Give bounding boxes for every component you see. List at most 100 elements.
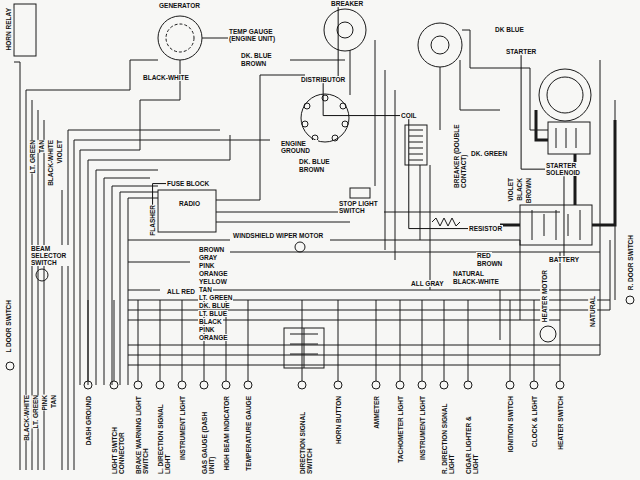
wire-label: ALL RED <box>166 288 196 295</box>
wire-label: TEMPERATURE GAUGE <box>244 396 253 471</box>
wire-label: AMMETER <box>372 396 381 429</box>
wire-label: BROWN <box>298 166 325 173</box>
component-label: DISTRIBUTOR <box>300 76 346 83</box>
component-name: STOP LIGHT SWITCH <box>339 200 383 214</box>
component-name: FLASHER <box>149 205 156 236</box>
component-name: DISTRIBUTOR <box>301 76 345 83</box>
wire-label: VIOLET <box>55 140 64 163</box>
wire-label: TAN <box>198 286 213 293</box>
battery-symbol <box>520 205 592 245</box>
component-name: FUSE BLOCK <box>167 180 209 187</box>
component-label: FLASHER <box>148 205 157 236</box>
component-label: BATTERY <box>548 256 580 263</box>
wire-label: R. DIRECTION SIGNAL LIGHT <box>440 396 456 474</box>
wire-label: LT. GREEN <box>198 294 233 301</box>
component-label: ENGINE GROUND <box>280 140 318 154</box>
double-breaker-symbol <box>418 23 462 67</box>
wire-label: LT. BLUE <box>198 310 228 317</box>
component-label: BEAM SELECTOR SWITCH <box>30 245 72 266</box>
component-label: RADIO <box>178 200 201 207</box>
component-name: BATTERY <box>549 256 579 263</box>
wire-label: TAN <box>49 395 58 408</box>
branch-wires <box>88 300 560 381</box>
wire-label: BLACK-WHITE <box>452 278 500 285</box>
wire-label: GAS GAUGE (DASH UNIT) <box>200 396 216 474</box>
wiper-motor-symbol <box>295 242 305 252</box>
wire-label: PINK <box>40 395 49 411</box>
wire-label: INSTRUMENT LIGHT <box>178 396 187 460</box>
component-name: GENERATOR <box>159 2 200 9</box>
component-name: STARTER <box>506 48 536 55</box>
wire-label: DK. BLUE <box>198 302 231 309</box>
wire-label: DK. GREEN <box>470 150 508 157</box>
wire-label: LT. GREEN <box>31 395 40 428</box>
fuse-block-symbol <box>158 190 216 232</box>
wire-label: L. DIRECTION SIGNAL LIGHT <box>156 396 172 474</box>
distributor-symbol <box>301 94 349 142</box>
wire-label: PINK <box>198 326 216 333</box>
heater-motor-symbol <box>540 326 556 342</box>
component-label: STOP LIGHT SWITCH <box>338 200 384 214</box>
generator-symbol <box>158 16 202 60</box>
component-name: BEAM SELECTOR SWITCH <box>31 245 71 266</box>
starter-symbol <box>539 69 591 121</box>
component-label: FUSE BLOCK <box>166 180 210 187</box>
door-switch-symbol <box>626 296 634 304</box>
horn-relay-symbol <box>14 4 36 56</box>
wire-label: RED <box>476 252 492 259</box>
wire-label: CIGAR LIGHTER & LIGHT <box>464 396 480 474</box>
wire-harness <box>14 30 615 470</box>
stop-switch-symbol <box>350 188 370 198</box>
wire-label: YELLOW <box>198 278 228 285</box>
wire-label: LT. GREEN <box>28 140 37 173</box>
wire-connector <box>338 7 339 76</box>
component-label: HORN RELAY <box>4 8 13 50</box>
wire-label: BLACK <box>198 318 223 325</box>
component-name: RADIO <box>179 200 200 207</box>
wire-label: DASH GROUND <box>84 396 93 445</box>
component-label: TEMP GAUGE (ENGINE UNIT) <box>228 28 282 42</box>
component-label: STARTER <box>505 48 537 55</box>
wire-connector <box>563 176 564 256</box>
wire-label: L DOOR SWITCH <box>4 300 13 353</box>
wire-label: HEATER SWITCH <box>556 396 565 450</box>
wire-label: TAN <box>37 140 46 153</box>
battery-cables <box>500 110 615 225</box>
component-label: HEATER MOTOR <box>540 270 549 322</box>
wire-label: TACHOMETER LIGHT <box>396 396 405 463</box>
solenoid-symbol <box>548 122 590 154</box>
component-name: BREAKER (DOUBLE CONTACT) <box>453 118 467 188</box>
wire-connector <box>521 55 545 169</box>
wire-label: ALL GRAY <box>410 280 445 287</box>
wire-label: BROWN <box>524 178 533 203</box>
wire-label: DK BLUE <box>494 26 525 33</box>
wire-label: BLACK-WHITE <box>142 74 190 81</box>
wire-label: DIRECTION SIGNAL SWITCH <box>298 396 314 474</box>
wire-label: BROWN <box>476 260 503 267</box>
resistor-symbol <box>432 218 460 226</box>
component-name: RESISTOR <box>469 225 502 232</box>
wire-label: IGNITION SWITCH <box>506 396 515 452</box>
component-name: HEATER MOTOR <box>541 270 548 322</box>
component-label: RESISTOR <box>468 225 503 232</box>
wire-label: BROWN <box>240 60 267 67</box>
wire-label: BROWN <box>198 246 225 253</box>
wire-label: HORN BUTTON <box>334 396 343 444</box>
wire-label: NATURAL <box>588 296 597 327</box>
component-name: COIL <box>401 112 417 119</box>
component-name: ENGINE GROUND <box>281 140 317 154</box>
component-name: WINDSHIELD WIPER MOTOR <box>233 232 323 239</box>
component-label: COIL <box>400 112 418 119</box>
direction-switch-block <box>284 328 324 368</box>
wire-label: BLACK <box>515 178 524 201</box>
component-label: BREAKER <box>330 0 364 7</box>
wire-label: BLACK-WHITE <box>22 395 31 441</box>
wire-label: CLOCK & LIGHT <box>530 396 539 447</box>
component-name: HORN RELAY <box>5 8 12 50</box>
wire-connector <box>153 184 166 205</box>
wire-label: BLACK-WHITE <box>46 140 55 186</box>
wire-label: BRAKE WARNING LIGHT SWITCH <box>134 396 150 474</box>
